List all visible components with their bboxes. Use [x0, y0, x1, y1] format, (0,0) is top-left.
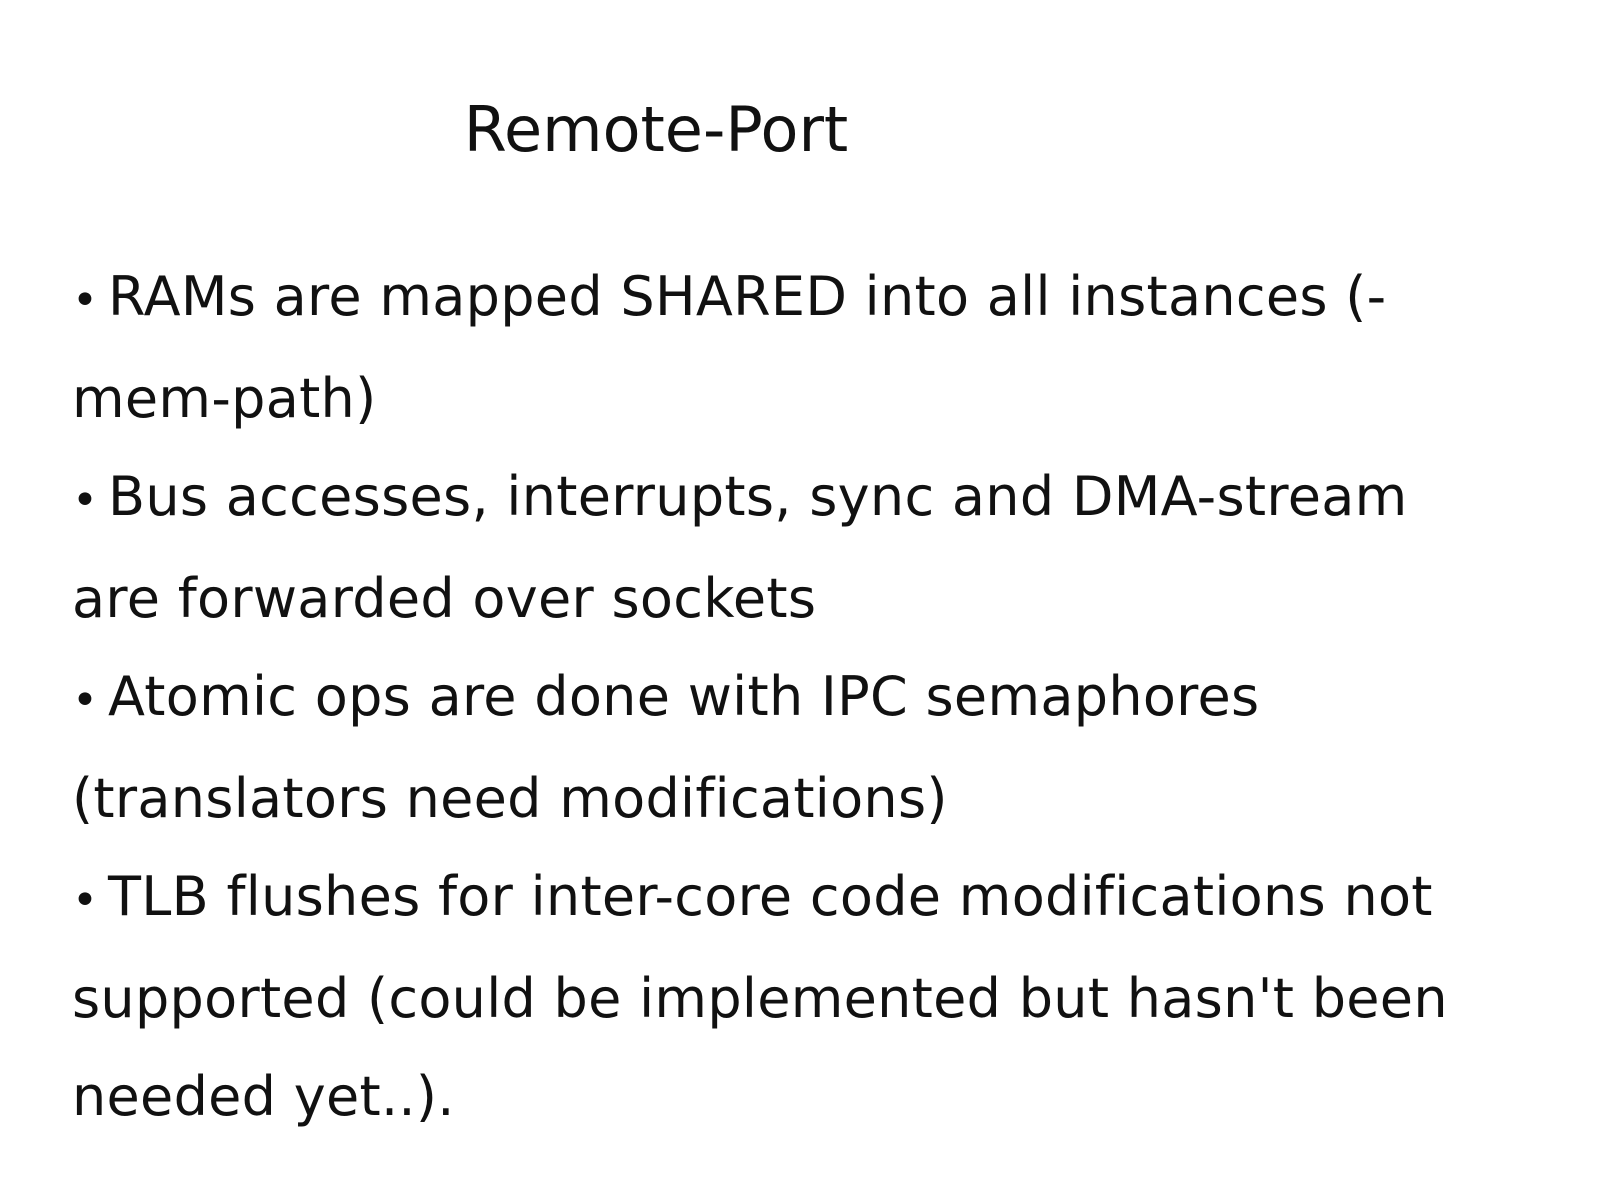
bullet-icon: • [72, 275, 99, 326]
bullet-item: •RAMs are mapped SHARED into all instanc… [72, 248, 1512, 448]
bullet-icon: • [72, 475, 99, 526]
bullet-item: •Bus accesses, interrupts, sync and DMA-… [72, 448, 1512, 648]
bullet-text: Atomic ops are done with IPC semaphores … [72, 665, 1260, 830]
bullet-item: •TLB flushes for inter-core code modific… [72, 848, 1512, 1146]
slide-title: Remote-Port [463, 93, 849, 166]
bullet-list: •RAMs are mapped SHARED into all instanc… [72, 248, 1512, 1146]
bullet-icon: • [72, 675, 99, 726]
bullet-icon: • [72, 875, 99, 926]
bullet-text: TLB flushes for inter-core code modifica… [72, 865, 1448, 1128]
bullet-text: Bus accesses, interrupts, sync and DMA-s… [72, 465, 1408, 630]
bullet-item: •Atomic ops are done with IPC semaphores… [72, 648, 1512, 848]
bullet-text: RAMs are mapped SHARED into all instance… [72, 265, 1387, 430]
